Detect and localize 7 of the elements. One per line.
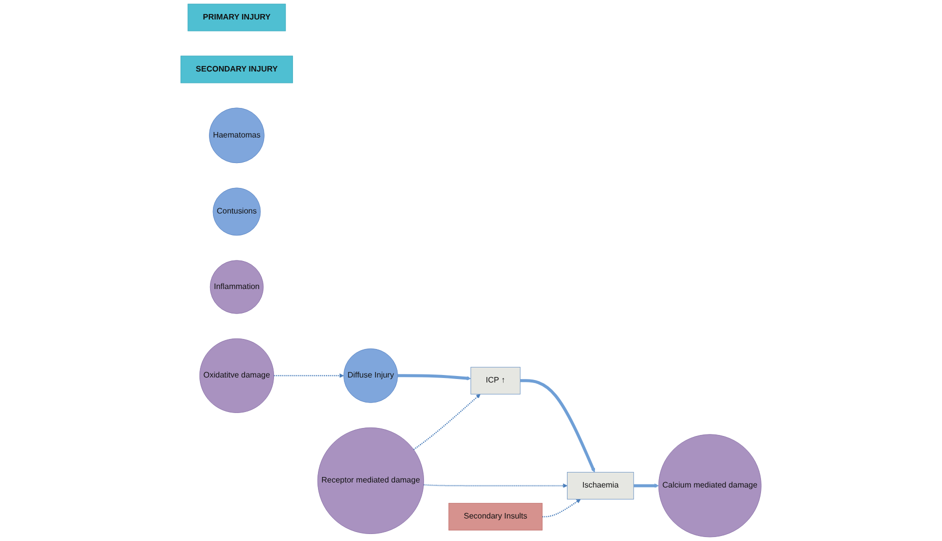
arrow — [542, 499, 581, 518]
arrow — [424, 484, 568, 488]
arrow — [274, 373, 344, 378]
arrow — [413, 394, 480, 450]
arrow — [634, 484, 659, 488]
arrow — [520, 379, 596, 472]
arrow — [398, 374, 472, 380]
